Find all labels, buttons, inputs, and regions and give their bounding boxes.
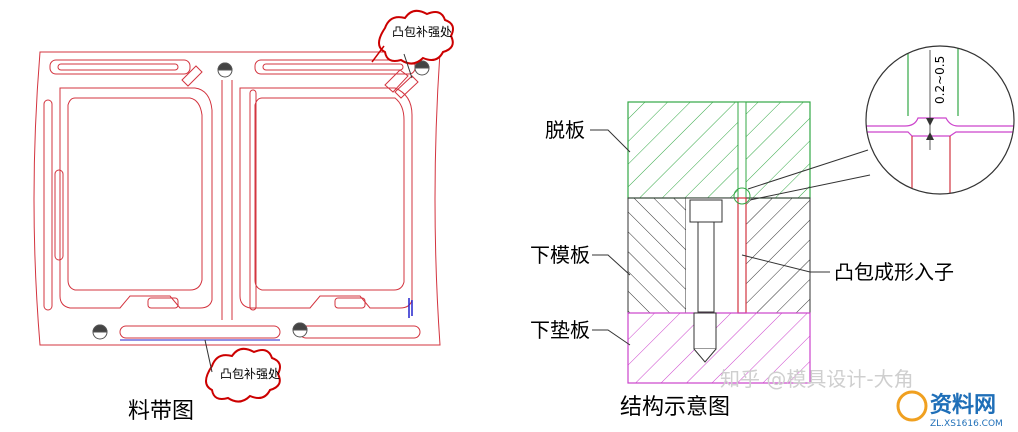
brand-logo: 资料网 ZL.XS1616.COM bbox=[896, 390, 1003, 429]
magnified-detail: 0.2~0.5 bbox=[865, 45, 1015, 195]
lower-die-plate bbox=[627, 197, 811, 314]
brand-text: 资料网 bbox=[930, 393, 996, 418]
watermark-text: 知乎 @模具设计-大角 bbox=[720, 367, 914, 391]
label-stripper: 脱板 bbox=[545, 118, 585, 142]
strip-layout bbox=[33, 51, 441, 346]
dimension-label: 0.2~0.5 bbox=[933, 56, 947, 104]
callout-bottom-text: 凸包补强处 bbox=[220, 367, 280, 381]
label-lower-pad: 下垫板 bbox=[530, 318, 590, 342]
callout-top: 凸包补强处 bbox=[371, 9, 454, 79]
label-lower-die: 下模板 bbox=[530, 243, 590, 267]
pilot-hole bbox=[92, 324, 108, 340]
detail-marker bbox=[733, 187, 751, 205]
pilot-hole bbox=[217, 62, 233, 78]
stripper-plate bbox=[627, 101, 811, 199]
label-punch: 凸包成形入子 bbox=[834, 260, 954, 284]
callout-bottom: 凸包补强处 bbox=[204, 339, 281, 403]
callout-top-text: 凸包补强处 bbox=[392, 25, 452, 39]
brand-url: ZL.XS1616.COM bbox=[930, 419, 1003, 429]
blue-marks bbox=[120, 298, 413, 341]
lower-pad-plate bbox=[627, 312, 811, 384]
structure-caption: 结构示意图 bbox=[620, 395, 730, 420]
strip-caption: 料带图 bbox=[128, 399, 194, 424]
pilot-holes bbox=[92, 60, 430, 340]
pilot-hole bbox=[414, 60, 430, 76]
labels bbox=[590, 129, 830, 346]
pilot-hole bbox=[292, 322, 308, 338]
